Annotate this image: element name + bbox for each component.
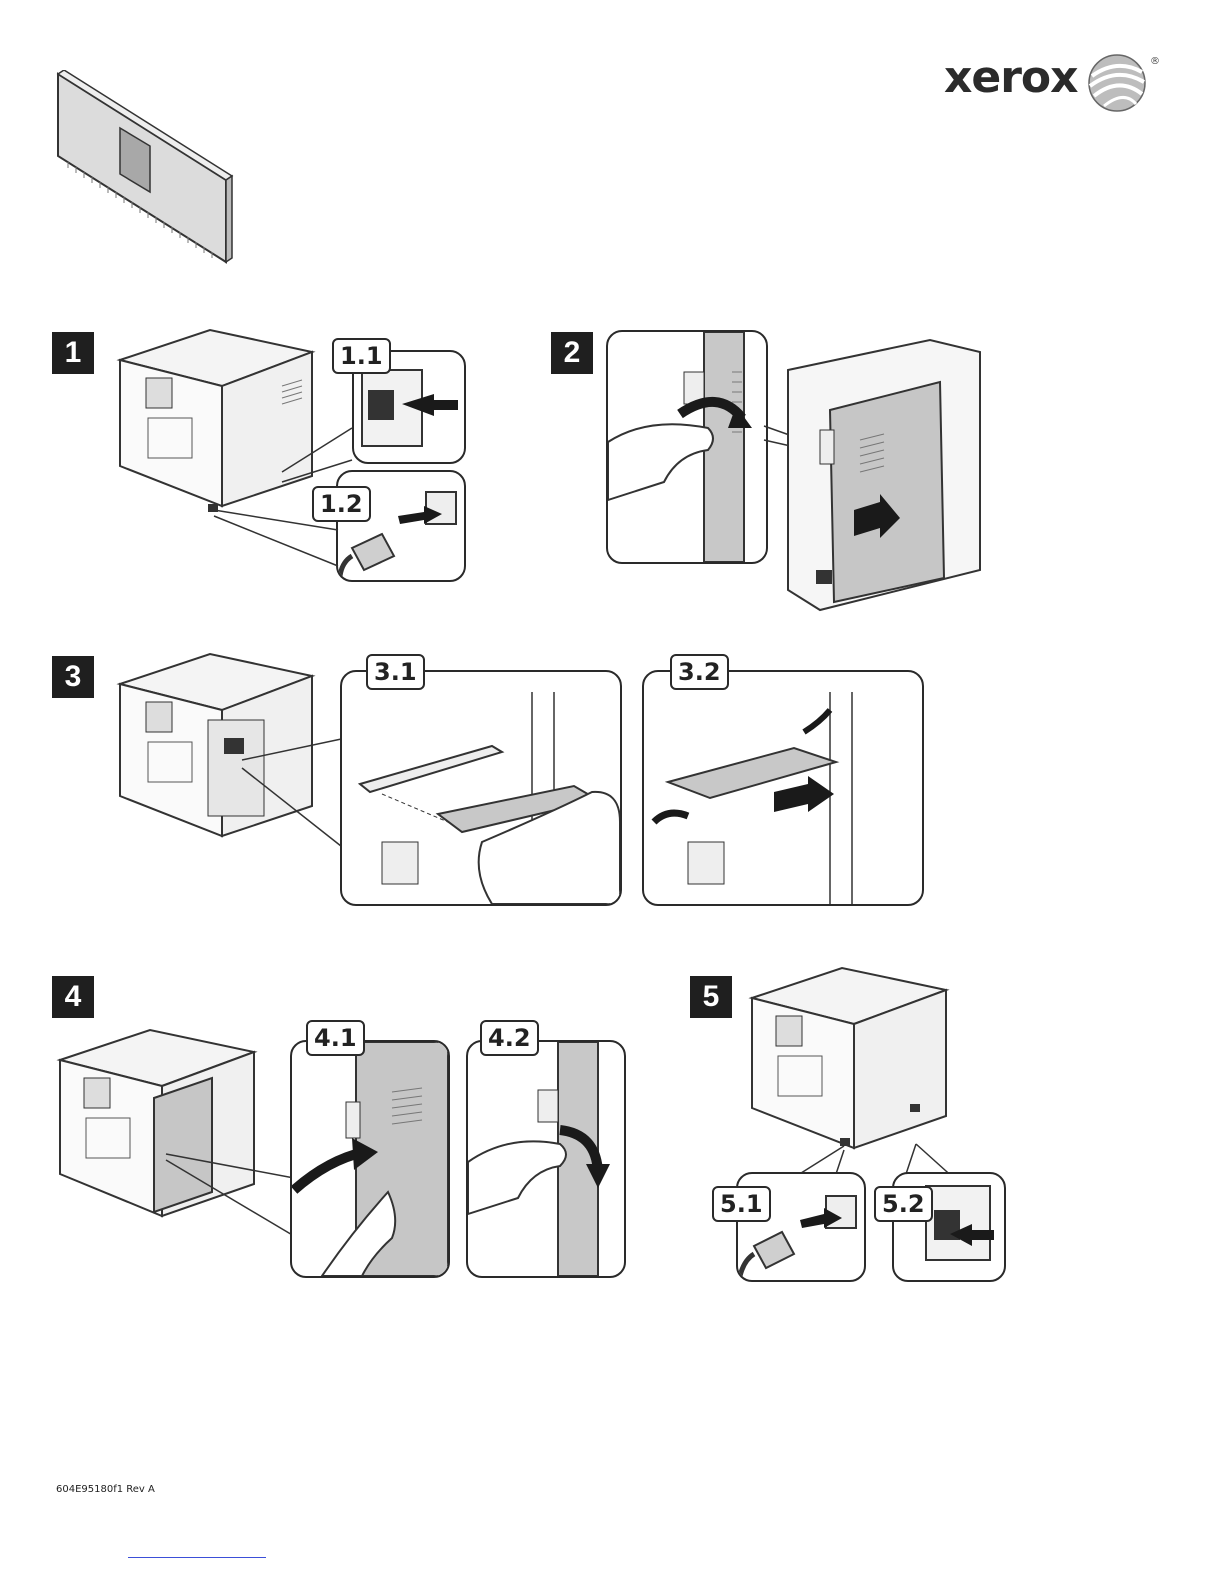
- step-2-badge: 2: [551, 332, 593, 374]
- step-3-1-panel: [340, 670, 622, 906]
- step-3-callout-lines: [222, 720, 352, 860]
- footer-underline: [128, 1557, 266, 1558]
- memory-seated-illustration: [644, 672, 922, 904]
- close-cover-illustration: [292, 1042, 448, 1276]
- step-2-printer-illustration: [760, 330, 982, 612]
- step-1-badge: 1: [52, 332, 94, 374]
- step-5-1-label: 5.1: [712, 1186, 771, 1222]
- step-4-1-label: 4.1: [306, 1020, 365, 1056]
- step-1-1-label: 1.1: [332, 338, 391, 374]
- brand-wordmark: xerox: [944, 52, 1078, 103]
- step-4-2-label: 4.2: [480, 1020, 539, 1056]
- lock-latch-hand-illustration: [468, 1042, 624, 1276]
- sphere-logo-icon: [1086, 52, 1148, 114]
- step-1-callout-lines: [210, 420, 360, 570]
- step-3-2-label: 3.2: [670, 654, 729, 690]
- step-2-detail-panel: [606, 330, 768, 564]
- step-4-callout-lines: [160, 1140, 300, 1240]
- step-3-badge: 3: [52, 656, 94, 698]
- document-code: 604E95180f1 Rev A: [56, 1484, 155, 1495]
- step-5-badge: 5: [690, 976, 732, 1018]
- step-4-1-panel: [290, 1040, 450, 1278]
- step-5-2-label: 5.2: [874, 1186, 933, 1222]
- cover-latch-hand-illustration: [608, 332, 766, 562]
- step-3-2-panel: [642, 670, 924, 906]
- step-5-printer-illustration: [746, 964, 956, 1154]
- step-4-badge: 4: [52, 976, 94, 1018]
- registered-mark: ®: [1150, 56, 1160, 67]
- memory-insert-illustration: [342, 672, 620, 904]
- step-3-1-label: 3.1: [366, 654, 425, 690]
- memory-module-illustration: [54, 70, 234, 266]
- step-4-2-panel: [466, 1040, 626, 1278]
